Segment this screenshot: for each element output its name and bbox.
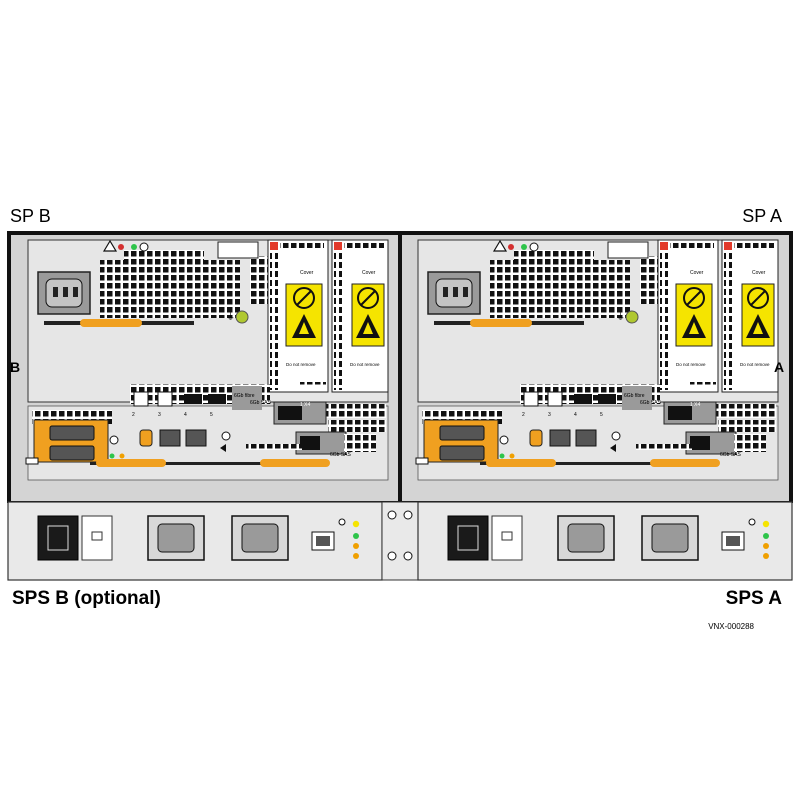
port-number-5-b: 5 (210, 412, 213, 418)
port-number-2-a: 2 (522, 412, 525, 418)
sp-b-module (9, 233, 401, 503)
side-a-letter: A (774, 359, 784, 375)
sps-a-unit (417, 501, 793, 581)
sps-center-bracket (381, 501, 419, 581)
screw-icon (403, 551, 413, 561)
sps-b-unit (7, 501, 383, 581)
screw-icon (387, 551, 397, 561)
port-number-3-a: 3 (548, 412, 551, 418)
port-number-2-b: 2 (132, 412, 135, 418)
ports-fibre-label-b: 6Gb fibre (234, 393, 255, 399)
do-not-remove-a1: Do not remove (676, 362, 706, 367)
sas-label-a: 6Gb SAS (720, 452, 742, 458)
ports-sas-label-a: 6Gb SAS (640, 400, 662, 406)
sp-a-module (399, 233, 791, 503)
sp-b-label: SP B (10, 206, 51, 226)
sps-a-label: SPS A (725, 588, 782, 609)
x4-label-a: 1 X4 (690, 402, 701, 408)
cover-label-a1: Cover (690, 270, 704, 276)
cover-label-b2: Cover (362, 270, 376, 276)
screw-icon (403, 510, 413, 520)
cover-label-b1: Cover (300, 270, 314, 276)
sp-a-label: SP A (742, 206, 782, 226)
x4-label-b: 1 X4 (300, 402, 311, 408)
do-not-remove-a2: Do not remove (740, 362, 770, 367)
port-number-3-b: 3 (158, 412, 161, 418)
sas-label-b: 6Gb SAS (330, 452, 352, 458)
ports-fibre-label-a: 6Gb fibre (624, 393, 645, 399)
cover-label-a2: Cover (752, 270, 766, 276)
sps-b-label: SPS B (optional) (12, 588, 161, 609)
port-number-4-b: 4 (184, 412, 187, 418)
port-number-4-a: 4 (574, 412, 577, 418)
figure-id: VNX-000288 (708, 622, 754, 631)
do-not-remove-b1: Do not remove (286, 362, 316, 367)
ports-sas-label-b: 6Gb SAS (250, 400, 272, 406)
port-number-5-a: 5 (600, 412, 603, 418)
side-b-letter: B (10, 359, 20, 375)
screw-icon (387, 510, 397, 520)
do-not-remove-b2: Do not remove (350, 362, 380, 367)
sp-divider (398, 232, 402, 502)
